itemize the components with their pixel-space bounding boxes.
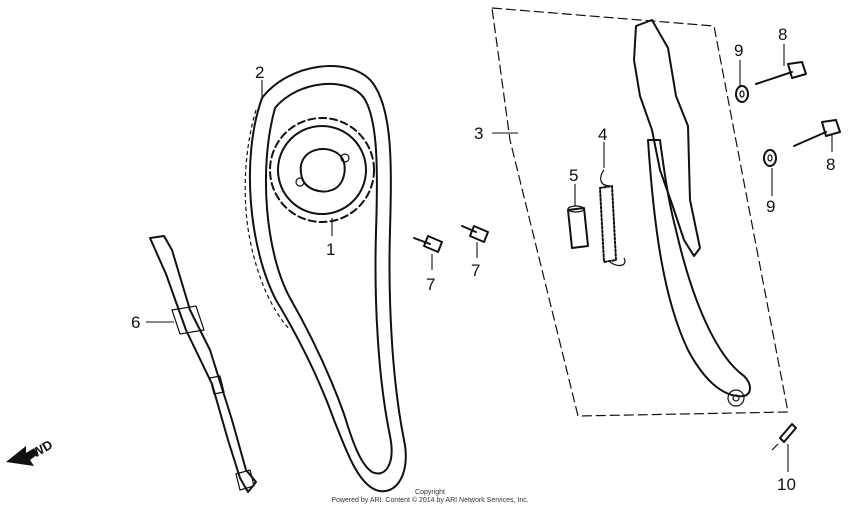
- callout-3: 3: [474, 124, 483, 143]
- callout-7-right: 7: [471, 261, 480, 280]
- callout-7-left: 7: [426, 275, 435, 294]
- chain-guide: [149, 235, 257, 493]
- leader-lines: [146, 44, 833, 472]
- cam-sprocket: [269, 117, 375, 223]
- fwd-label: FWD: [22, 437, 55, 465]
- callout-5: 5: [569, 166, 578, 185]
- callout-2: 2: [255, 63, 264, 82]
- bolt-7-left: [413, 235, 443, 253]
- callout-9-upper: 9: [734, 41, 743, 60]
- washer-9-lower: [763, 149, 777, 167]
- fwd-arrow-icon: [6, 446, 38, 466]
- tensioner-arm: [633, 19, 751, 407]
- spacer-collar: [567, 205, 589, 249]
- callout-8-lower: 8: [826, 155, 835, 174]
- callout-8-upper: 8: [778, 25, 787, 44]
- copyright-line-1: Copyright: [415, 489, 445, 496]
- cam-chain: [244, 65, 407, 493]
- callout-6: 6: [131, 313, 140, 332]
- callout-9-lower: 9: [766, 197, 775, 216]
- bolt-8-upper: [755, 61, 807, 85]
- callout-1: 1: [326, 240, 335, 259]
- pin-10: [771, 423, 797, 451]
- bolt-7-right: [461, 225, 489, 243]
- callout-10: 10: [777, 475, 796, 494]
- callout-4: 4: [598, 125, 607, 144]
- bolt-8-lower: [793, 119, 841, 147]
- copyright-line-2: Powered by ARI. Content © 2014 by ARI Ne…: [331, 496, 528, 504]
- tensioner-spring: [599, 169, 626, 267]
- fwd-indicator: FWD: [6, 437, 55, 466]
- washer-9-upper: [735, 85, 749, 103]
- tensioner-box-outline: [491, 7, 789, 417]
